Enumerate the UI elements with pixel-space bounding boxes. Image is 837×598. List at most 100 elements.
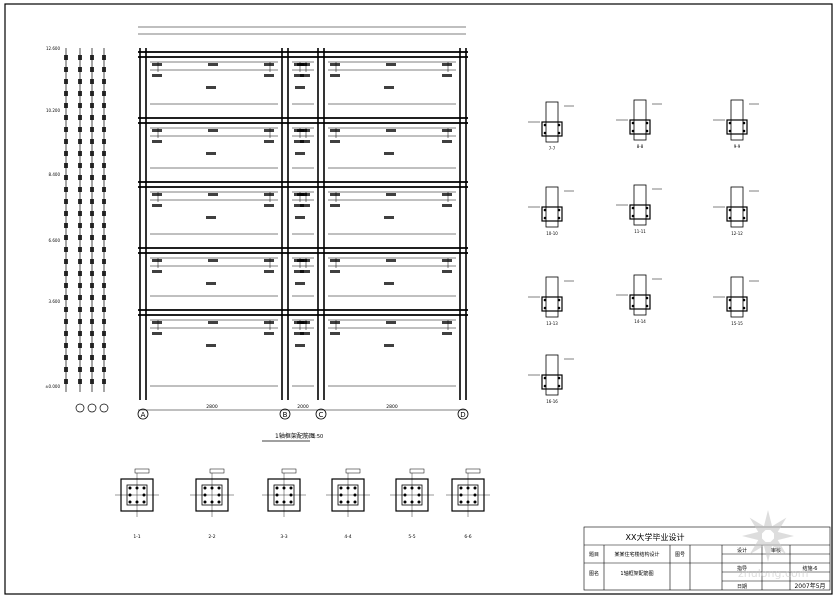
bay-dim-1: 2800: [206, 404, 218, 410]
title-block: XX大学毕业设计 题目 某某住宅楼结构设计 图号 图名 1轴框架配筋图 设计 审…: [583, 526, 831, 591]
rebar-tag: [300, 63, 310, 66]
rebar-tag: [206, 152, 216, 155]
rebar-tag: [300, 332, 310, 335]
level-axis-bubbles: [75, 403, 109, 413]
drawing-name-label: 图名: [589, 570, 599, 577]
section-detail: 9-9: [713, 99, 759, 149]
school-title: XX大学毕业设计: [626, 532, 685, 542]
rebar-tag: [206, 282, 216, 285]
rebar-tag: [300, 140, 310, 143]
column-section: 1-1: [115, 468, 159, 540]
rebar-tag: [442, 270, 452, 273]
rebar-tag: [206, 216, 216, 219]
rebar-tag: [208, 259, 218, 262]
watermark-logo: zhulong.com: [738, 510, 808, 580]
grid-bubble-b: B: [279, 408, 291, 420]
grid-bubbles: A B C D: [137, 408, 469, 420]
rebar-tag: [208, 63, 218, 66]
level-mark-3: 8.400: [49, 172, 61, 177]
rebar-tag: [330, 270, 340, 273]
rebar-tag: [442, 63, 452, 66]
column-section: 5-5: [390, 468, 434, 540]
level-axis-group: [65, 48, 105, 392]
rebar-tag: [264, 129, 274, 132]
section-detail: 8-8: [616, 99, 662, 149]
rebar-tag: [264, 63, 274, 66]
rebar-tag: [300, 270, 310, 273]
rebar-tag: [442, 140, 452, 143]
grid-label-d: D: [460, 411, 465, 419]
rebar-tag: [386, 259, 396, 262]
grid-label-c: C: [319, 411, 324, 419]
rebar-tag: [330, 259, 340, 262]
rebar-tag: [264, 321, 274, 324]
check-label: 审核: [771, 547, 781, 554]
section-label: 4-4: [344, 534, 351, 540]
level-mark-4: 6.600: [49, 238, 61, 243]
rebar-tag: [206, 86, 216, 89]
sheet-border: [4, 3, 833, 595]
rebar-tag: [442, 204, 452, 207]
rebar-tag: [384, 216, 394, 219]
drawing-no-label: 图号: [675, 552, 685, 558]
rebar-tag: [152, 259, 162, 262]
rebar-tag: [152, 204, 162, 207]
drawing-name-value: 1轴框架配筋图: [620, 570, 653, 577]
elevation-caption: 1轴框架配筋图 1:50: [262, 432, 323, 442]
section-label: 7-7: [549, 146, 556, 151]
grid-label-a: A: [141, 411, 146, 419]
section-label: 13-13: [546, 321, 558, 326]
rebar-tag: [152, 63, 162, 66]
section-label: 2-2: [208, 534, 215, 540]
elevation-scale-text: 1:50: [312, 434, 323, 440]
date-label: 日期: [737, 584, 747, 590]
rebar-tag: [300, 321, 310, 324]
rebar-tag: [330, 63, 340, 66]
section-detail: 16-16: [528, 354, 574, 404]
grid-bubble-d: D: [457, 408, 469, 420]
rebar-tag: [384, 344, 394, 347]
section-label: 8-8: [637, 144, 644, 149]
rebar-tag: [384, 282, 394, 285]
rebar-tag: [295, 216, 305, 219]
rebar-tag: [294, 140, 304, 143]
level-mark-1: 12.600: [46, 46, 60, 51]
section-detail: 11-11: [616, 184, 662, 234]
section-detail: 7-7: [528, 101, 574, 151]
section-label: 16-16: [546, 399, 558, 404]
column-section: 2-2: [190, 468, 234, 540]
rebar-tag: [330, 204, 340, 207]
rebar-tag: [152, 74, 162, 77]
bay-dim-3: 2800: [386, 404, 398, 410]
section-detail: 13-13: [528, 276, 574, 326]
grid-bubble-a: A: [137, 408, 149, 420]
rebar-tag: [442, 193, 452, 196]
rebar-tag: [386, 129, 396, 132]
rebar-tag: [294, 270, 304, 273]
subject-label: 题目: [589, 552, 599, 558]
rebar-tag: [152, 140, 162, 143]
sheet-no: 结施-6: [803, 565, 818, 572]
rebar-tag: [386, 193, 396, 196]
watermark-text: zhulong.com: [738, 567, 808, 580]
rebar-tag: [330, 129, 340, 132]
grid-bubble-c: C: [315, 408, 327, 420]
rebar-tag: [206, 344, 216, 347]
rebar-tag: [264, 140, 274, 143]
rebar-tag: [300, 74, 310, 77]
section-detail: 12-12: [713, 186, 759, 236]
level-ticks: [64, 55, 106, 384]
level-mark-6: ±0.000: [45, 384, 60, 389]
rebar-tag: [264, 204, 274, 207]
rebar-tag: [294, 74, 304, 77]
rebar-tag: [330, 332, 340, 335]
rebar-tag: [442, 129, 452, 132]
rebar-tag: [330, 140, 340, 143]
column-section: 4-4: [326, 468, 370, 540]
section-label: 15-15: [731, 321, 743, 326]
rebar-tag: [208, 321, 218, 324]
rebar-tag: [330, 321, 340, 324]
rebar-tag: [384, 86, 394, 89]
